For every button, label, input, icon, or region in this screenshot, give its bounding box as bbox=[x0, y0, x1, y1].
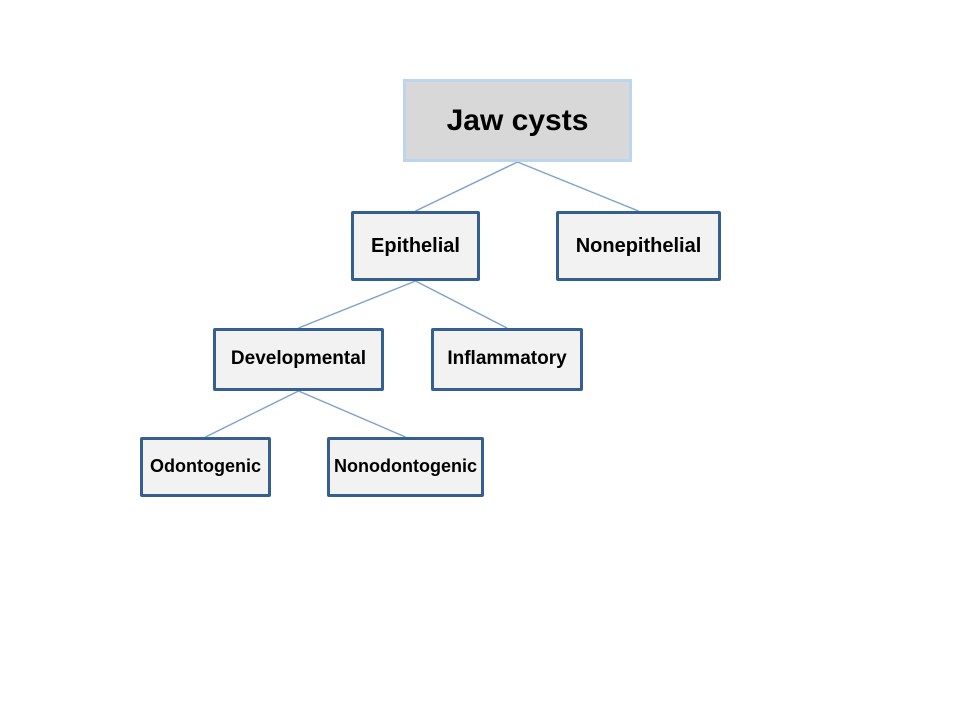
node-nonepithelial: Nonepithelial bbox=[556, 211, 721, 281]
node-jaw-cysts: Jaw cysts bbox=[403, 79, 632, 162]
node-nonodontogenic: Nonodontogenic bbox=[327, 437, 484, 497]
node-nonepithelial-label: Nonepithelial bbox=[575, 235, 702, 257]
node-inflammatory: Inflammatory bbox=[431, 328, 583, 391]
node-epithelial: Epithelial bbox=[351, 211, 480, 281]
node-developmental: Developmental bbox=[213, 328, 384, 391]
node-developmental-label: Developmental bbox=[230, 348, 367, 370]
node-nonodontogenic-label: Nonodontogenic bbox=[334, 456, 477, 477]
node-odontogenic: Odontogenic bbox=[140, 437, 271, 497]
node-inflammatory-label: Inflammatory bbox=[447, 348, 567, 370]
node-jaw-cysts-label: Jaw cysts bbox=[446, 104, 589, 137]
node-odontogenic-label: Odontogenic bbox=[150, 456, 261, 477]
node-epithelial-label: Epithelial bbox=[371, 235, 460, 257]
